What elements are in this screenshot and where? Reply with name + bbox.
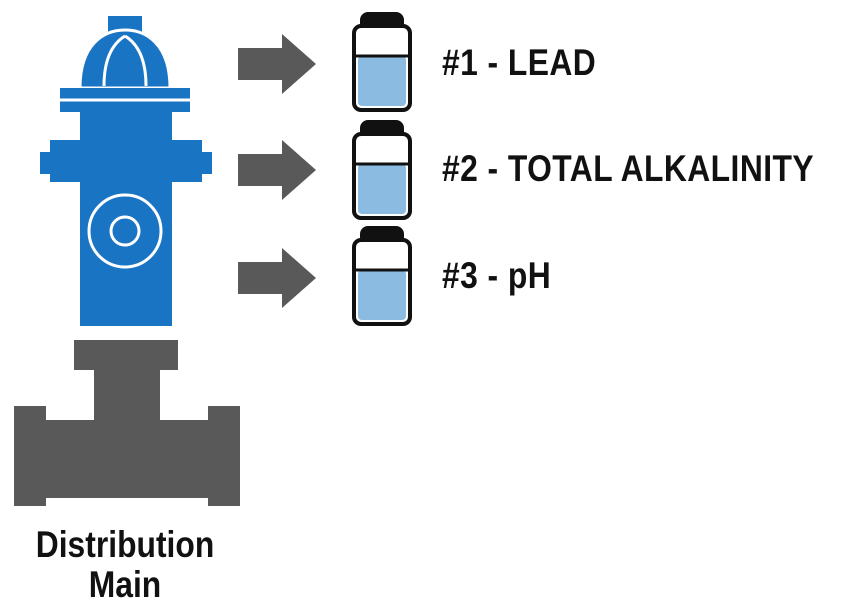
distribution-main-label-line1: Distribution xyxy=(35,524,215,565)
pipe-icon xyxy=(14,340,240,506)
arrow-right-icon xyxy=(238,34,316,94)
sample-label-lead: #1 - LEAD xyxy=(442,42,597,83)
arrow-right-icon xyxy=(238,248,316,308)
sample-jar-icon xyxy=(352,120,412,220)
arrow-right-icon xyxy=(238,140,316,200)
sample-label-total-alkalinity: #2 - TOTAL ALKALINITY xyxy=(442,148,815,189)
sample-jar-icon xyxy=(352,226,412,326)
sample-label-ph: #3 - pH xyxy=(442,255,552,296)
sample-jar-icon xyxy=(352,12,412,112)
fire-hydrant-icon xyxy=(40,16,212,326)
distribution-main-label-line2: Main xyxy=(88,564,162,605)
